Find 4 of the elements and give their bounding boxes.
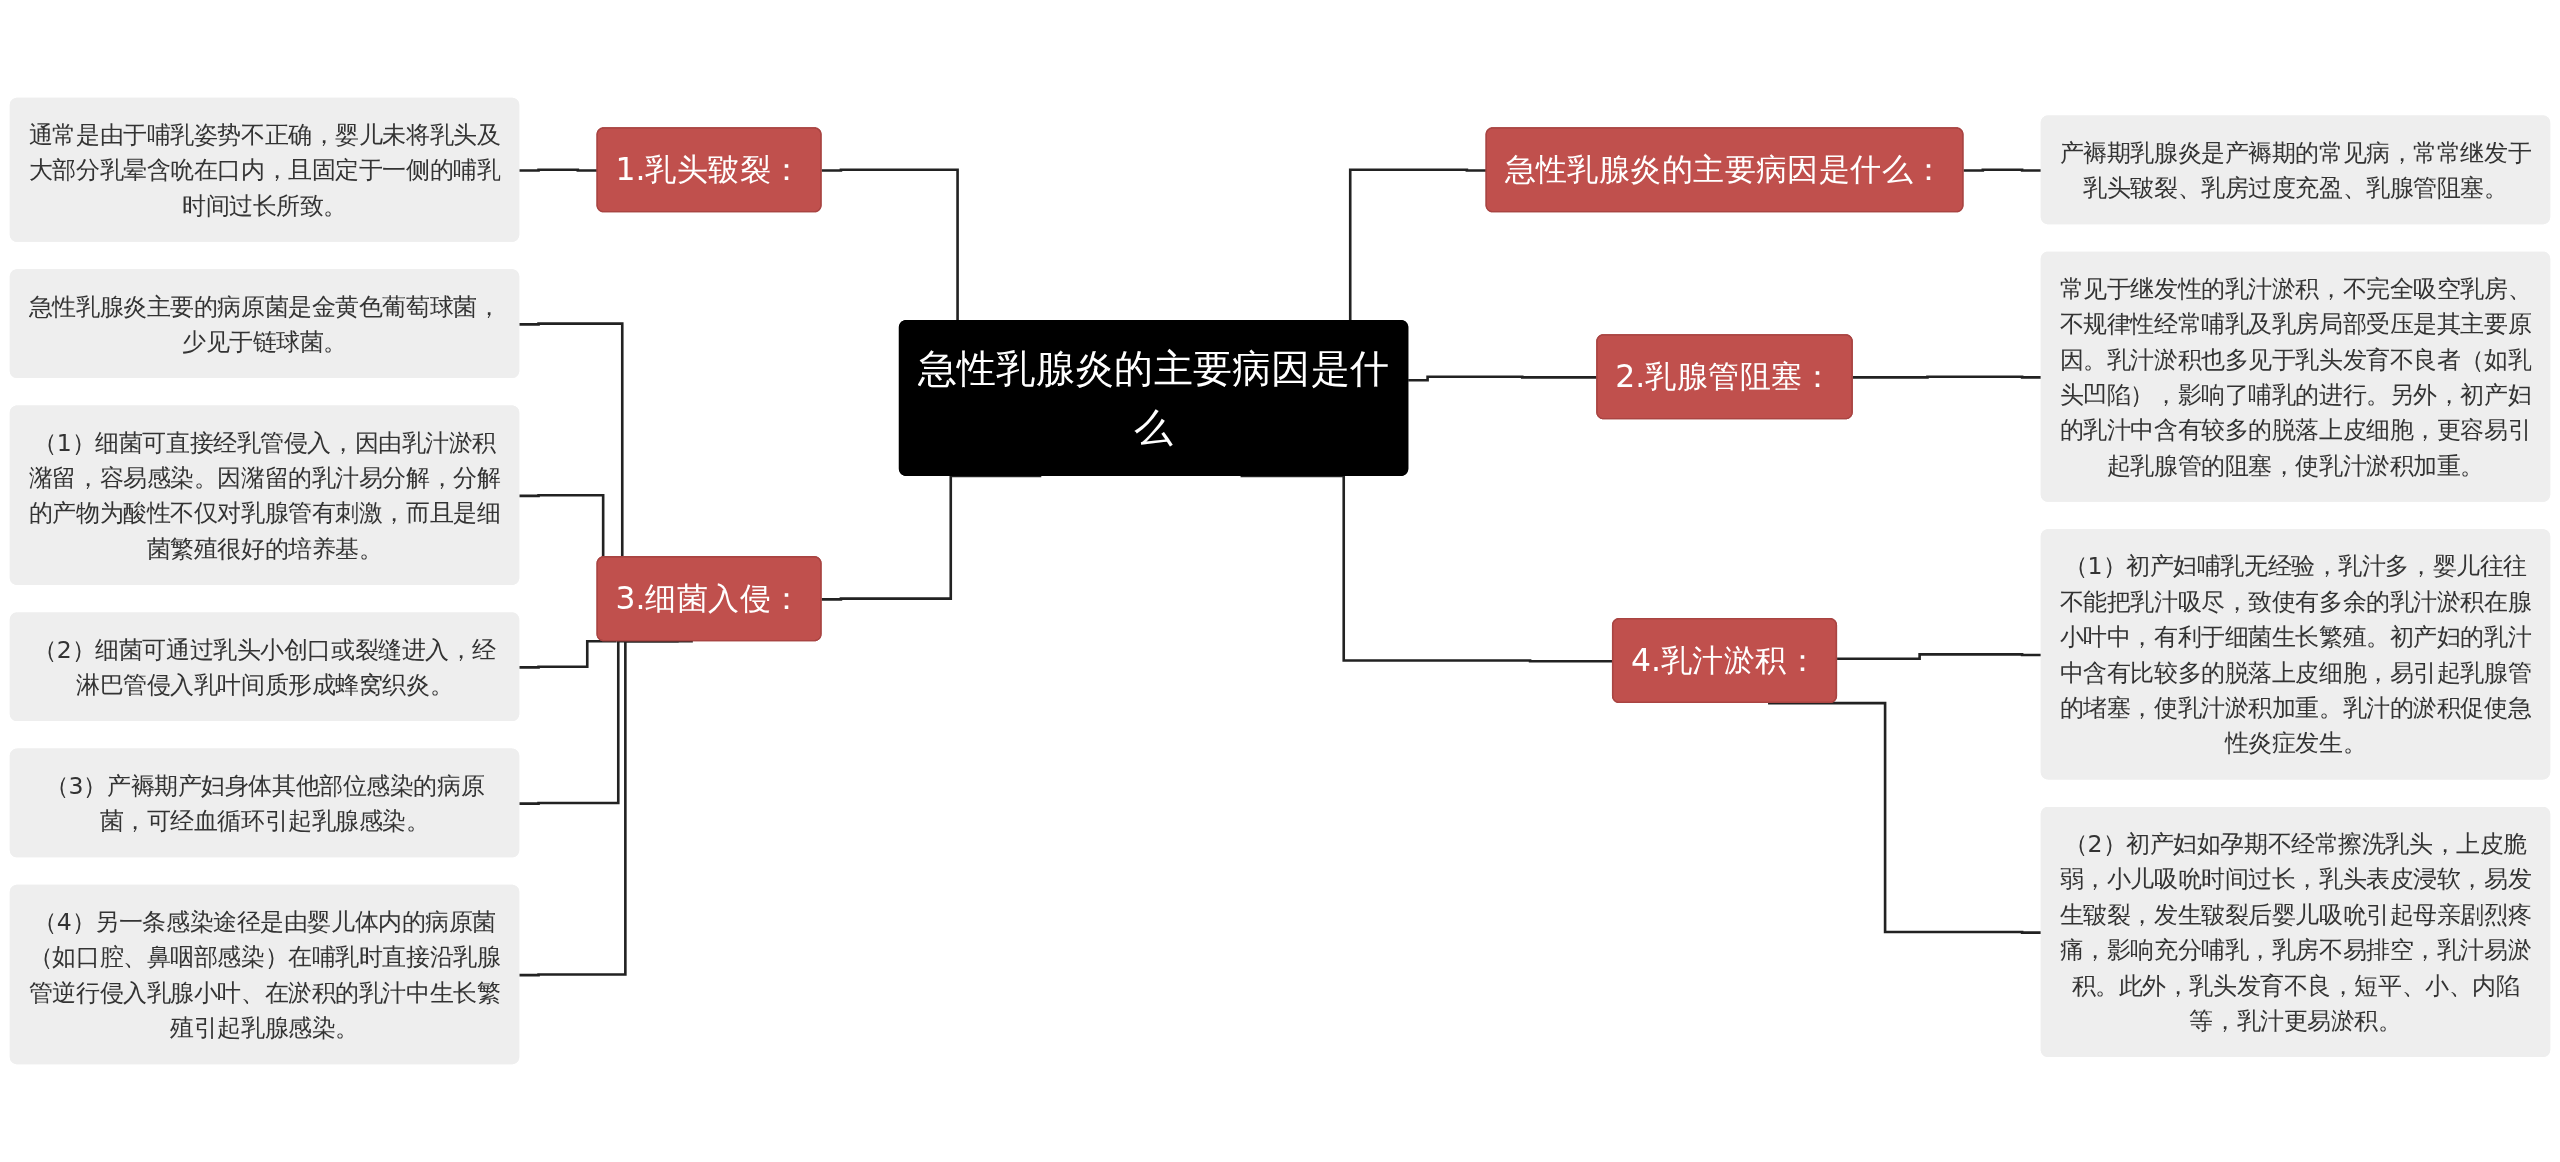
connector — [519, 639, 693, 977]
connector — [821, 474, 1042, 601]
connector — [519, 639, 617, 669]
connector — [519, 168, 598, 172]
